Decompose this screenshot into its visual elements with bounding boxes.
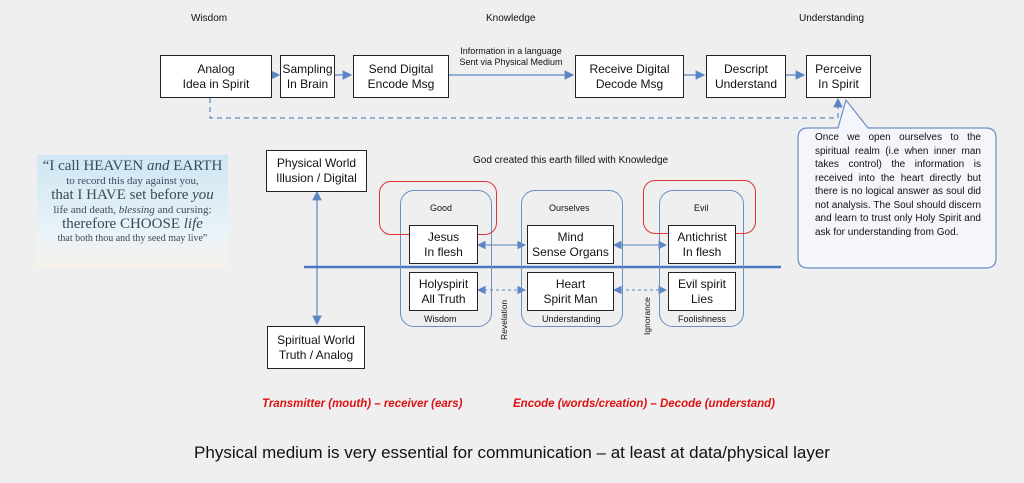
note-transmitter: Transmitter (mouth) – receiver (ears) — [262, 398, 463, 410]
box-send-digital: Send Digital Encode Msg — [353, 55, 449, 98]
scripture-quote-image: “I call HEAVEN and EARTH to record this … — [37, 155, 228, 268]
box-receive-line2: Decode Msg — [595, 76, 664, 91]
antichrist-line1: Antichrist — [677, 229, 727, 244]
group-ourselves — [521, 190, 623, 327]
label-evil: Evil — [694, 203, 709, 213]
box-perceive: Perceive In Spirit — [806, 55, 871, 98]
holyspirit-line1: Holyspirit — [418, 276, 469, 291]
footer-statement: Physical medium is very essential for co… — [194, 443, 830, 462]
spiritual-line1: Spiritual World — [277, 332, 355, 347]
mind-line2: Sense Organs — [532, 244, 609, 259]
physical-line1: Physical World — [276, 156, 357, 170]
callout-bubble — [797, 98, 997, 269]
quote-l4a: life and death, — [53, 204, 119, 216]
jesus-line1: Jesus — [427, 229, 460, 244]
label-foolishness-bottom: Foolishness — [678, 314, 727, 324]
label-understanding-bottom: Understanding — [542, 314, 601, 324]
jesus-line2: In flesh — [424, 244, 463, 259]
quote-l1a: “I call HEAVEN — [42, 158, 147, 174]
antichrist-line2: In flesh — [682, 244, 722, 259]
box-analog-line1: Analog — [197, 61, 235, 76]
box-sampling: Sampling In Brain — [280, 55, 335, 98]
box-sampling-line2: In Brain — [286, 76, 329, 91]
box-receive-digital: Receive Digital Decode Msg — [575, 55, 684, 98]
box-sampling-line1: Sampling — [282, 61, 333, 76]
box-descript-line2: Understand — [714, 76, 778, 91]
cell-holyspirit: Holyspirit All Truth — [409, 272, 478, 311]
box-send-line1: Send Digital — [368, 61, 434, 76]
dashed-spirit-path — [209, 97, 843, 119]
cell-heart: Heart Spirit Man — [527, 272, 614, 311]
cell-mind: Mind Sense Organs — [527, 225, 614, 264]
box-descript-line1: Descript — [723, 61, 768, 76]
label-ignorance: Ignorance — [642, 297, 652, 335]
mind-line1: Mind — [557, 229, 584, 244]
box-spiritual-world: Spiritual World Truth / Analog — [267, 326, 365, 369]
box-analog-line2: Idea in Spirit — [182, 76, 250, 91]
heart-line1: Heart — [555, 276, 586, 291]
group-good — [400, 190, 492, 327]
physical-line2: Illusion / Digital — [276, 171, 357, 185]
cell-antichrist: Antichrist In flesh — [668, 225, 736, 264]
box-perceive-line1: Perceive — [815, 61, 862, 76]
quote-l6: that both thou and thy seed may live” — [57, 233, 208, 244]
quote-l1c: EARTH — [169, 158, 223, 174]
cell-evilspirit: Evil spirit Lies — [668, 272, 736, 311]
box-perceive-line2: In Spirit — [818, 76, 859, 91]
quote-l5a: therefore CHOOSE — [62, 216, 184, 232]
quote-l3b: you — [192, 187, 214, 203]
quote-l4c: and cursing: — [154, 204, 212, 216]
box-descript: Descript Understand — [706, 55, 786, 98]
quote-l4b: blessing — [118, 204, 155, 216]
note-encode: Encode (words/creation) – Decode (unders… — [513, 398, 775, 410]
header-understanding: Understanding — [799, 13, 865, 24]
header-wisdom: Wisdom — [191, 13, 228, 24]
box-send-line2: Encode Msg — [367, 76, 435, 91]
header-knowledge: Knowledge — [486, 13, 536, 24]
label-ourselves: Ourselves — [549, 203, 590, 213]
god-created-label: God created this earth filled with Knowl… — [473, 155, 669, 166]
spiritual-line2: Truth / Analog — [278, 347, 354, 362]
quote-l3a: that I HAVE set before — [51, 187, 193, 203]
label-good: Good — [430, 203, 453, 213]
evilspirit-line1: Evil spirit — [677, 276, 726, 291]
cell-jesus: Jesus In flesh — [409, 225, 478, 264]
medium-note: Information in a language Sent via Physi… — [449, 46, 573, 68]
evilspirit-line2: Lies — [690, 291, 713, 306]
callout-text: Once we open ourselves to the spiritual … — [815, 132, 981, 238]
quote-l1b: and — [146, 158, 170, 174]
medium-note-line2: Sent via Physical Medium — [459, 57, 563, 67]
medium-note-line1: Information in a language — [460, 46, 562, 56]
label-wisdom-bottom: Wisdom — [424, 314, 457, 324]
group-evil — [659, 190, 744, 327]
label-revelation: Revelation — [499, 299, 509, 340]
box-receive-line1: Receive Digital — [589, 61, 670, 76]
heart-line2: Spirit Man — [543, 291, 598, 306]
quote-l2: to record this day against you, — [66, 175, 199, 187]
quote-l5b: life — [183, 216, 203, 232]
box-analog-idea: Analog Idea in Spirit — [160, 55, 272, 98]
holyspirit-line2: All Truth — [421, 291, 466, 306]
box-physical-world: Physical World Illusion / Digital — [266, 150, 367, 192]
